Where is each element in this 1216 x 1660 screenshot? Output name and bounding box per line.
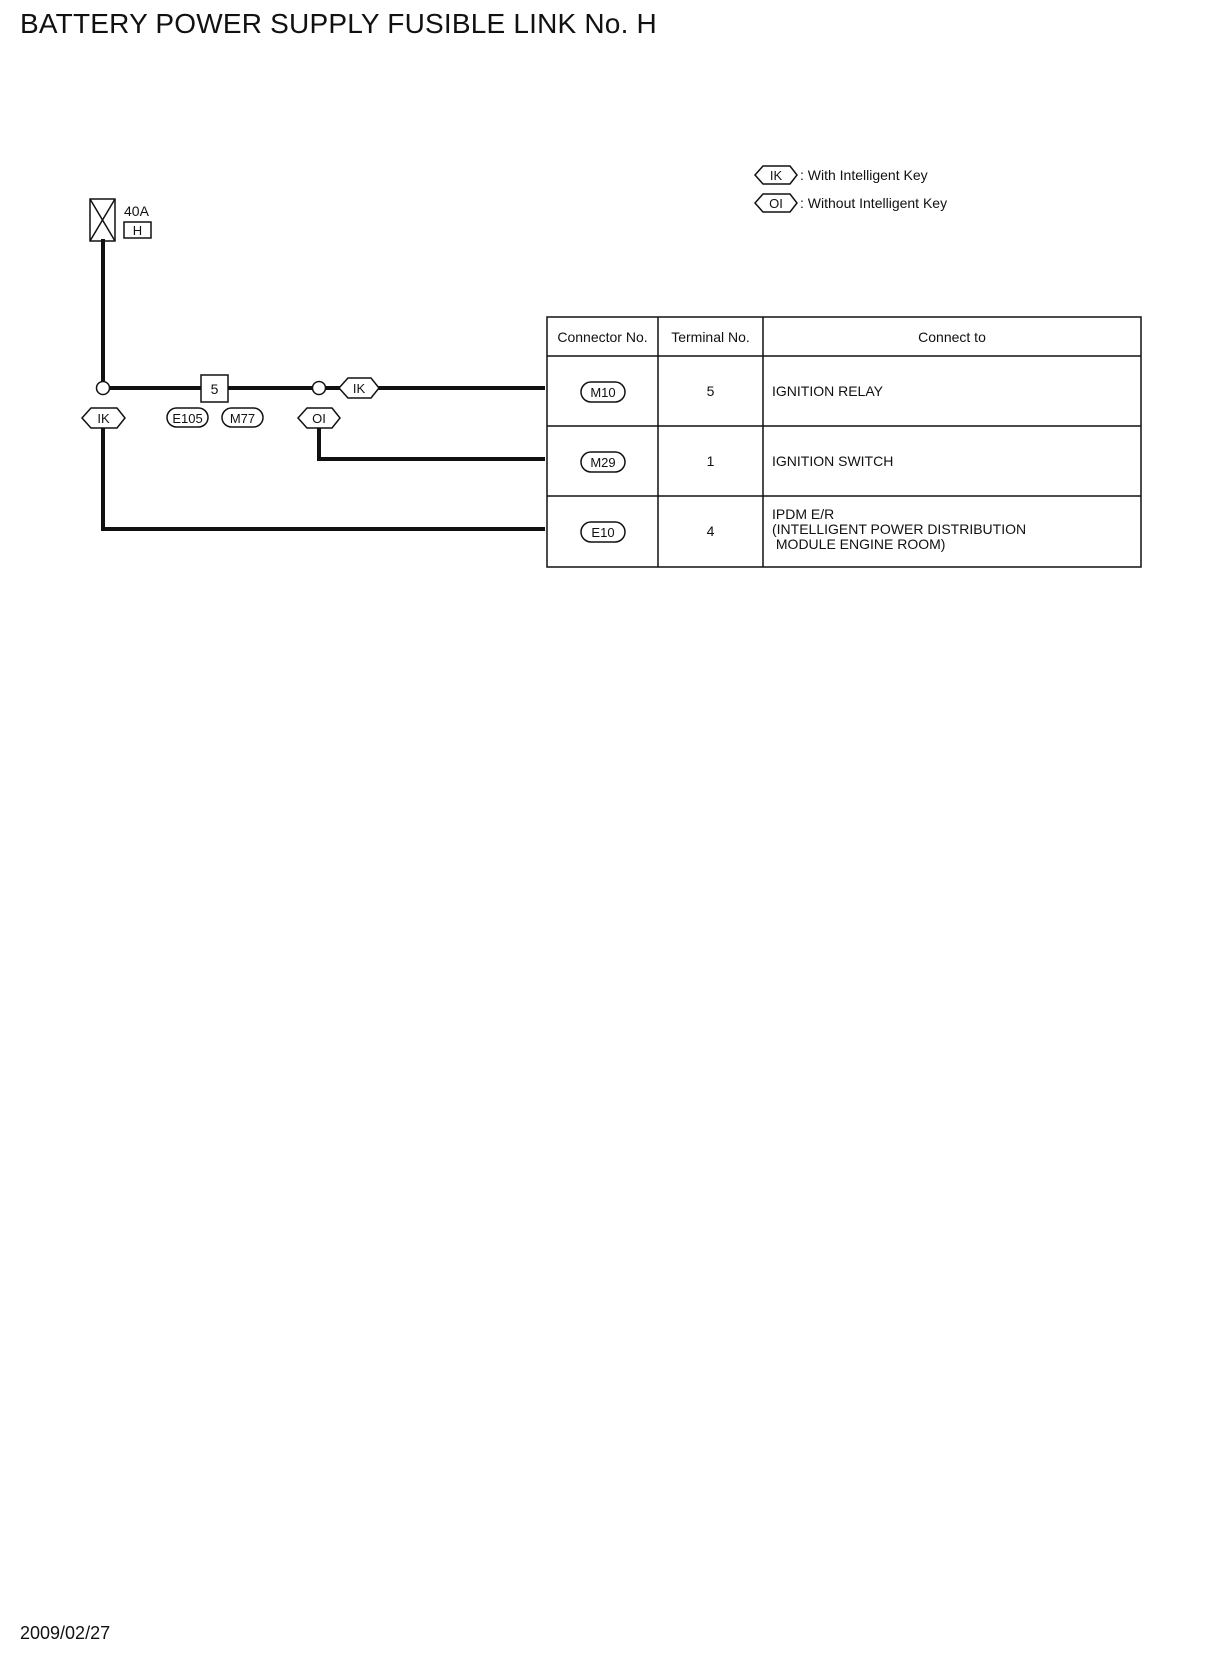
fusible-link-letter: H bbox=[133, 223, 142, 238]
legend-ik-text: : With Intelligent Key bbox=[800, 167, 928, 183]
fusible-link-cross-b bbox=[89, 198, 116, 242]
joint-terminal-number: 5 bbox=[211, 381, 219, 397]
joint-connector-m77-text: M77 bbox=[230, 411, 255, 426]
terminal-number: 4 bbox=[707, 523, 715, 539]
joint-connector-e105-text: E105 bbox=[172, 411, 202, 426]
branch-tag-oi: OI bbox=[296, 407, 341, 429]
table-header-connector: Connector No. bbox=[557, 329, 647, 345]
legend-oi-code: OI bbox=[769, 196, 783, 211]
fusible-link-letter-box bbox=[123, 221, 152, 239]
connector-number: M10 bbox=[590, 385, 615, 400]
table-row: E10 4 IPDM E/R (INTELLIGENT POWER DISTRI… bbox=[580, 506, 1026, 552]
fusible-link: 40A H bbox=[89, 198, 152, 242]
page-date: 2009/02/27 bbox=[20, 1623, 111, 1643]
branch-tag-ik-line: IK bbox=[337, 377, 380, 399]
terminal-number: 1 bbox=[707, 453, 715, 469]
branch-tag-ik-left-text: IK bbox=[97, 411, 110, 426]
connector-oval bbox=[580, 521, 626, 543]
legend-oi-tag: OI bbox=[753, 193, 798, 213]
table-header-terminal: Terminal No. bbox=[671, 329, 750, 345]
branch-tag-ik-line-text: IK bbox=[353, 381, 366, 396]
table-row: M29 1 IGNITION SWITCH bbox=[580, 451, 893, 473]
terminal-number: 5 bbox=[707, 383, 715, 399]
connect-to: IGNITION SWITCH bbox=[772, 453, 893, 469]
legend-oi-text: : Without Intelligent Key bbox=[800, 195, 947, 211]
connector-number: M29 bbox=[590, 455, 615, 470]
table-border bbox=[546, 316, 1142, 568]
branch-tag-ik-left: IK bbox=[80, 407, 126, 429]
junction-left bbox=[95, 380, 111, 396]
connect-to-line-3: MODULE ENGINE ROOM) bbox=[772, 536, 945, 552]
connect-to-line-1: IPDM E/R bbox=[772, 506, 834, 522]
legend-ik-tag: IK bbox=[753, 165, 798, 185]
joint-terminal: 5 bbox=[200, 374, 229, 403]
wires bbox=[101, 239, 545, 531]
legend: IK : With Intelligent Key OI : Without I… bbox=[753, 165, 947, 213]
joint-connector-m77: M77 bbox=[221, 407, 264, 428]
fusible-link-rating: 40A bbox=[124, 203, 150, 219]
table-row: M10 5 IGNITION RELAY bbox=[580, 381, 884, 403]
connector-oval bbox=[580, 451, 626, 473]
joint-connector-e105: E105 bbox=[166, 407, 209, 428]
legend-ik-code: IK bbox=[770, 168, 783, 183]
page-title: BATTERY POWER SUPPLY FUSIBLE LINK No. H bbox=[20, 8, 657, 39]
connect-to-line-2: (INTELLIGENT POWER DISTRIBUTION bbox=[772, 521, 1026, 537]
branch-tag-oi-text: OI bbox=[312, 411, 326, 426]
joint-terminal-box bbox=[200, 374, 229, 403]
connector-oval bbox=[580, 381, 626, 403]
connector-number: E10 bbox=[591, 525, 614, 540]
connector-table: Connector No. Terminal No. Connect to M1… bbox=[546, 316, 1142, 568]
connect-to: IGNITION RELAY bbox=[772, 383, 884, 399]
table-header-connect-to: Connect to bbox=[918, 329, 986, 345]
junction-middle bbox=[311, 380, 327, 396]
